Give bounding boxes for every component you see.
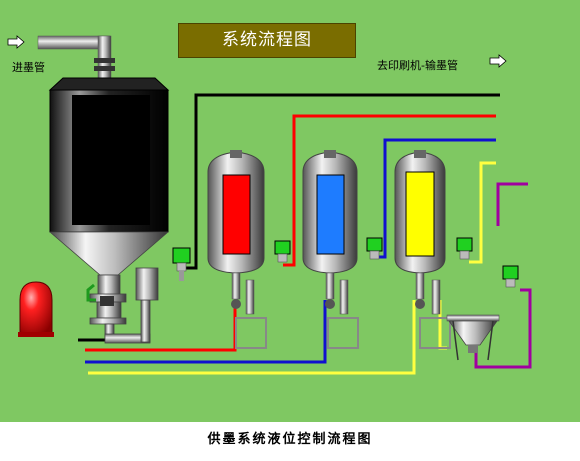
blue-ink-tank <box>302 150 359 349</box>
level-sensor-icon <box>456 237 473 260</box>
level-sensor-icon <box>172 247 191 281</box>
inlet-pipe <box>37 35 115 79</box>
purple-line <box>496 182 528 226</box>
alarm-lamp-icon <box>18 281 54 337</box>
process-diagram <box>7 35 532 375</box>
mixing-funnel <box>446 314 500 361</box>
level-sensor-icon <box>274 240 291 263</box>
red-feed-line <box>85 300 237 352</box>
yellow-drain-line <box>438 300 447 350</box>
yellow-feed-line <box>88 300 416 375</box>
control-lines <box>78 93 532 375</box>
level-sensor-icon <box>366 237 383 260</box>
purple-return-line <box>474 288 532 369</box>
red-ink-tank <box>207 150 267 349</box>
blue-ink-line <box>375 138 496 259</box>
outlet-label: 去印刷机-输墨管 <box>377 59 458 72</box>
yellow-signal-line <box>469 161 496 264</box>
black-signal-line <box>182 93 500 270</box>
inlet-label: 进墨管 <box>12 61 45 74</box>
main-hopper <box>48 77 170 344</box>
diagram-caption: 供墨系统液位控制流程图 <box>207 432 373 447</box>
level-sensor-icon <box>502 265 519 288</box>
inlet-arrow-icon <box>7 35 25 49</box>
outlet-arrow-icon <box>489 54 507 68</box>
blue-feed-line <box>85 300 327 364</box>
red-ink-line <box>283 114 496 267</box>
valve-icon <box>86 283 114 306</box>
yellow-ink-tank <box>394 150 451 349</box>
page-title: 系统流程图 <box>178 23 356 58</box>
